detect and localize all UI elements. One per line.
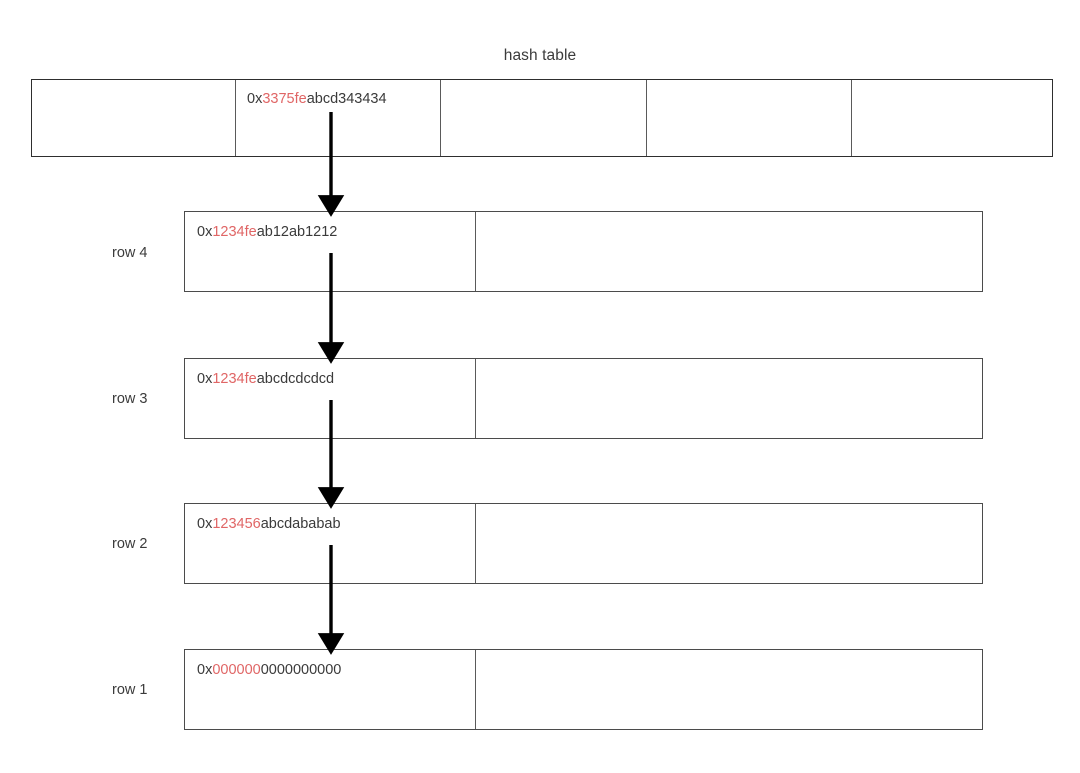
hex-rest: abcdababab <box>260 516 341 532</box>
row-label-1: row 1 <box>112 682 148 698</box>
hex-prefix: 0x <box>197 662 213 678</box>
hash-table-cell-0[interactable] <box>32 80 236 156</box>
row-box-divider <box>475 650 476 729</box>
row-box-3[interactable]: 0x1234feabcdcdcdcd <box>184 358 983 439</box>
hash-table: 0x3375feabcd343434 <box>31 79 1053 157</box>
hex-rest: ab12ab1212 <box>256 224 338 240</box>
hex-highlight: 3375fe <box>262 91 307 107</box>
row-box-divider <box>475 359 476 438</box>
hash-table-cell-4[interactable] <box>852 80 1051 156</box>
hash-table-cell-2[interactable] <box>441 80 647 156</box>
row-value-4: 0x1234feab12ab1212 <box>197 224 337 240</box>
hex-highlight: 1234fe <box>212 371 257 387</box>
row-box-4[interactable]: 0x1234feab12ab1212 <box>184 211 983 292</box>
hex-rest: abcdcdcdcd <box>256 371 335 387</box>
hash-table-cell-3[interactable] <box>647 80 852 156</box>
row-box-divider <box>475 212 476 291</box>
hex-rest: 0000000000 <box>260 662 342 678</box>
hex-highlight: 1234fe <box>212 224 257 240</box>
page-title: hash table <box>503 47 577 64</box>
row-box-2[interactable]: 0x123456abcdababab <box>184 503 983 584</box>
hex-prefix: 0x <box>197 516 213 532</box>
row-label-2: row 2 <box>112 536 148 552</box>
row-value-1: 0x0000000000000000 <box>197 662 341 678</box>
hex-prefix: 0x <box>247 91 263 107</box>
row-value-3: 0x1234feabcdcdcdcd <box>197 371 334 387</box>
row-value-2: 0x123456abcdababab <box>197 516 341 532</box>
row-box-divider <box>475 504 476 583</box>
hex-prefix: 0x <box>197 371 213 387</box>
hex-highlight: 123456 <box>212 516 261 532</box>
row-box-1[interactable]: 0x0000000000000000 <box>184 649 983 730</box>
hex-highlight: 000000 <box>212 662 261 678</box>
row-label-3: row 3 <box>112 391 148 407</box>
hash-table-cell-1[interactable]: 0x3375feabcd343434 <box>236 80 441 156</box>
row-label-4: row 4 <box>112 245 148 261</box>
hex-prefix: 0x <box>197 224 213 240</box>
hex-rest: abcd343434 <box>306 91 387 107</box>
